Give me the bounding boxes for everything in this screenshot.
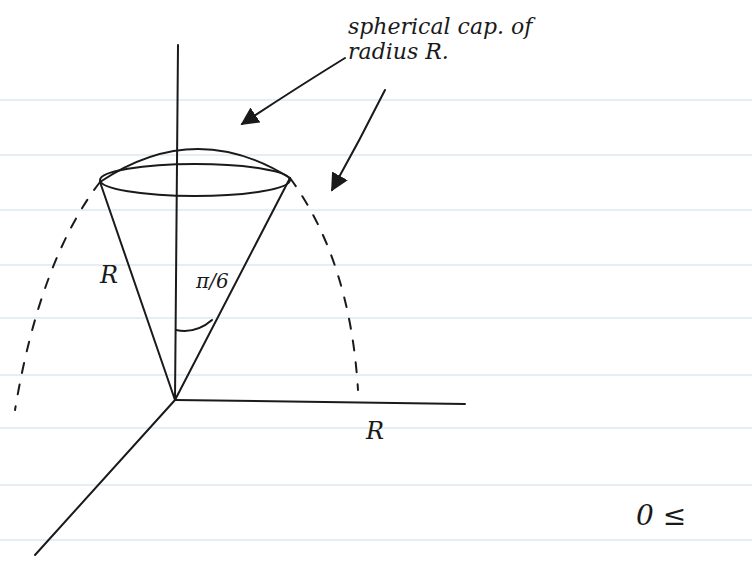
inequality-note: 0 ≤ (636, 500, 686, 532)
sphere-arc (290, 178, 358, 390)
leader-arrow (242, 58, 345, 124)
callout-note: spherical cap. of radius R. (348, 14, 548, 65)
cone-side (100, 182, 175, 400)
x-axis (35, 400, 175, 555)
angle-label: π/6 (196, 270, 229, 293)
cap-dome (100, 149, 290, 182)
leader-arrow (332, 90, 385, 190)
dimension-label: R (100, 262, 118, 290)
z-axis (175, 45, 178, 400)
notebook-lines (0, 100, 752, 540)
y-axis (175, 400, 465, 404)
cone-side (175, 178, 290, 400)
cap-rim (100, 164, 290, 196)
angle-arc (176, 320, 212, 331)
sphere-arc (15, 182, 100, 410)
dimension-label: R (366, 418, 384, 446)
